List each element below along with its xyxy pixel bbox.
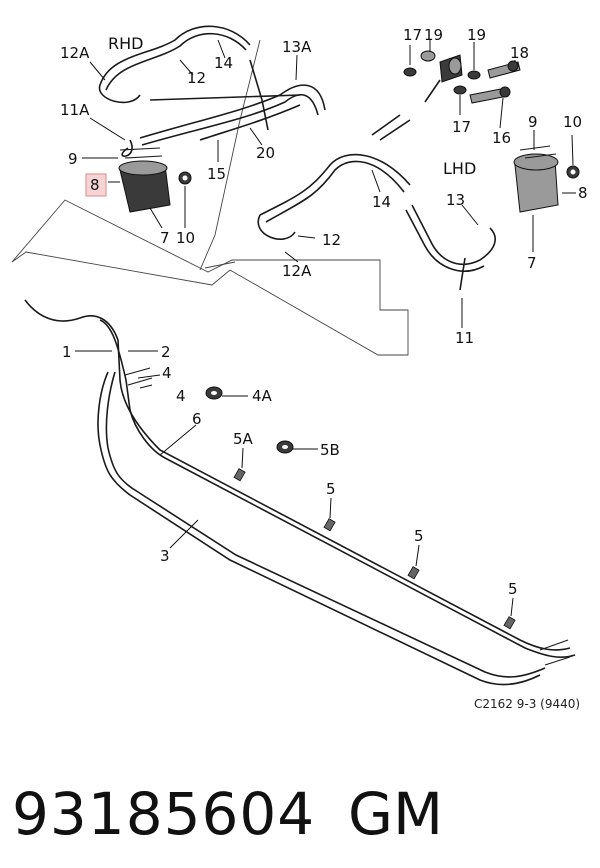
callout-13: 13 [446, 191, 465, 209]
assembly-outline [11, 199, 409, 356]
brand-label: GM [348, 780, 443, 848]
callout-7-left: 7 [160, 229, 170, 247]
fuel-line-diagram: RHD LHD 12A 12 14 13A 11A 9 8 7 10 15 20… [11, 25, 588, 711]
callout-9-left: 9 [68, 150, 78, 168]
highlight-box [85, 173, 107, 197]
callout-14-top: 14 [214, 54, 233, 72]
callout-8-left: 8 [90, 176, 100, 194]
callout-13a: 13A [282, 38, 312, 56]
callout-19-a: 19 [424, 26, 443, 44]
clip-group [205, 386, 516, 630]
callout-12-top: 12 [187, 69, 206, 87]
footer: 93185604 GM [0, 760, 600, 860]
canister-lhd [513, 145, 580, 213]
callout-6: 6 [192, 410, 202, 428]
callout-9-right: 9 [528, 113, 538, 131]
canister-rhd [85, 147, 192, 213]
assembly-outline-inner [199, 39, 261, 271]
fastener-group [403, 50, 521, 104]
callout-11: 11 [455, 329, 474, 347]
callout-5a: 5A [233, 430, 254, 448]
callout-5-a: 5 [326, 480, 336, 498]
callout-17-bot: 17 [452, 118, 471, 136]
leader-lines [75, 39, 576, 617]
callout-5-c: 5 [508, 580, 518, 598]
callout-4a: 4A [252, 387, 273, 405]
callout-12a-top: 12A [60, 44, 90, 62]
region-rhd-label: RHD [108, 34, 143, 53]
callout-17-top: 17 [403, 26, 422, 44]
callout-4-a: 4 [162, 364, 172, 382]
callout-10-left: 10 [176, 229, 195, 247]
callout-20: 20 [256, 144, 275, 162]
callout-5-b: 5 [414, 527, 424, 545]
callout-12a-mid: 12A [282, 262, 312, 280]
callout-19-b: 19 [467, 26, 486, 44]
callout-18: 18 [510, 44, 529, 62]
diagram-code: C2162 9-3 (9440) [474, 697, 580, 711]
callout-5b: 5B [320, 441, 340, 459]
callout-3: 3 [160, 547, 170, 565]
callout-16: 16 [492, 129, 511, 147]
callout-10-right: 10 [563, 113, 582, 131]
callout-4-b: 4 [176, 387, 186, 405]
callout-12-mid: 12 [322, 231, 341, 249]
callout-11a: 11A [60, 101, 90, 119]
region-lhd-label: LHD [443, 159, 476, 178]
callout-15: 15 [207, 165, 226, 183]
lower-pipe-group [24, 299, 576, 686]
callout-14-mid: 14 [372, 193, 391, 211]
lhd-pipe-group [257, 114, 496, 291]
part-number: 93185604 [12, 780, 316, 848]
rhd-pipe-group [98, 25, 326, 157]
callout-1: 1 [62, 343, 72, 361]
callout-2: 2 [161, 343, 171, 361]
callout-8-right: 8 [578, 184, 588, 202]
callout-7-right: 7 [527, 254, 537, 272]
